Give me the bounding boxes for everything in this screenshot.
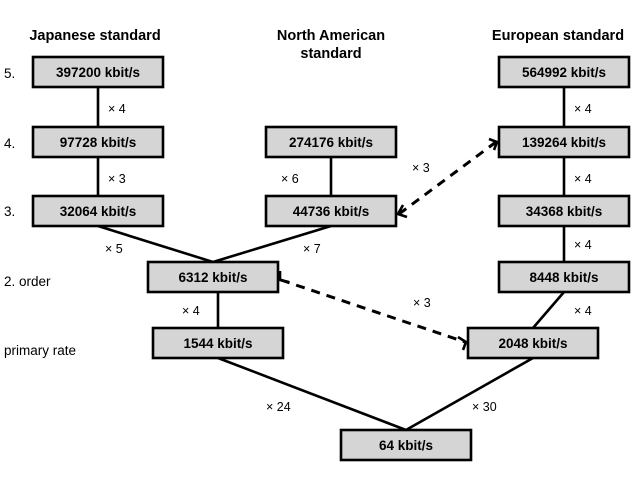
node-label-eu-34368: 34368 kbit/s [526, 204, 603, 219]
arrowhead-eupri-left [457, 335, 468, 351]
row-label-order-2: 2. order [4, 274, 51, 289]
multiplier-na3-mid2: × 7 [303, 242, 321, 256]
arrowhead-mid2-right [278, 271, 290, 284]
row-label-order-5: 5. [4, 66, 15, 81]
multiplier-eu5-eu4: × 4 [574, 102, 592, 116]
node-label-jp-397200: 397200 kbit/s [56, 65, 140, 80]
node-label-eu-139264: 139264 kbit/s [522, 135, 606, 150]
multiplier-jp4-jp3: × 3 [108, 172, 126, 186]
nodes: 397200 kbit/s 97728 kbit/s 32064 kbit/s … [31, 55, 631, 462]
arrowhead-eu4-right [488, 137, 499, 151]
heading-japanese-standard: Japanese standard [29, 28, 160, 44]
edge-eupri-to-base [405, 356, 534, 432]
node-jp-397200[interactable]: 397200 kbit/s [31, 55, 165, 89]
node-label-base-64: 64 kbit/s [379, 438, 433, 453]
multiplier-jp5-jp4: × 4 [108, 102, 126, 116]
multiplier-eu4-eu3: × 4 [574, 172, 592, 186]
multiplier-jp3-mid2: × 5 [105, 242, 123, 256]
node-mid-6312[interactable]: 6312 kbit/s [146, 260, 280, 294]
node-eu-8448[interactable]: 8448 kbit/s [497, 260, 631, 294]
row-label-order-4: 4. [4, 136, 15, 151]
row-labels: 5. 4. 3. 2. order primary rate [4, 66, 76, 358]
multiplier-na3-eu4: × 3 [412, 161, 430, 175]
node-label-na-274176: 274176 kbit/s [289, 135, 373, 150]
edge-jppri-to-base [217, 356, 407, 432]
node-base-64[interactable]: 64 kbit/s [339, 428, 473, 462]
row-label-order-3: 3. [4, 204, 15, 219]
node-eu-139264[interactable]: 139264 kbit/s [497, 125, 631, 159]
multiplier-mid2-eupri: × 3 [413, 296, 431, 310]
node-label-eu-8448: 8448 kbit/s [529, 270, 598, 285]
heading-north-american-standard-line1: North American [277, 28, 385, 44]
node-jp-32064[interactable]: 32064 kbit/s [31, 194, 165, 228]
node-label-jp-97728: 97728 kbit/s [60, 135, 137, 150]
edge-na3-to-mid2 [212, 224, 332, 264]
node-label-eu-primary-2048: 2048 kbit/s [498, 336, 567, 351]
node-label-mid-6312: 6312 kbit/s [178, 270, 247, 285]
edge-na3-to-eu4-dashed [398, 140, 497, 216]
edges-solid [96, 87, 566, 432]
node-na-274176[interactable]: 274176 kbit/s [264, 125, 398, 159]
node-eu-34368[interactable]: 34368 kbit/s [497, 194, 631, 228]
node-label-jp-primary-1544: 1544 kbit/s [183, 336, 252, 351]
multiplier-eu3-eu2: × 4 [574, 238, 592, 252]
edge-eu2-to-eupri [532, 291, 565, 329]
node-label-jp-32064: 32064 kbit/s [60, 204, 137, 219]
multiplier-eu2-eupri: × 4 [574, 304, 592, 318]
node-eu-primary-2048[interactable]: 2048 kbit/s [466, 326, 600, 360]
arrowhead-na3-left [396, 204, 408, 219]
edge-jp3-to-mid2 [97, 224, 214, 264]
node-eu-564992[interactable]: 564992 kbit/s [497, 55, 631, 89]
multiplier-labels: × 4 × 3 × 5 × 6 × 7 × 3 × 4 × 4 × 4 × 4 … [105, 102, 592, 414]
node-jp-primary-1544[interactable]: 1544 kbit/s [151, 326, 285, 360]
multiplier-eupri-base: × 30 [472, 400, 497, 414]
node-label-na-44736: 44736 kbit/s [293, 204, 370, 219]
multiplier-na4-na3: × 6 [281, 172, 299, 186]
multiplier-mid2-jppri: × 4 [182, 304, 200, 318]
node-na-44736[interactable]: 44736 kbit/s [264, 194, 398, 228]
column-headings: Japanese standard North American standar… [29, 28, 624, 62]
node-label-eu-564992: 564992 kbit/s [522, 65, 606, 80]
heading-european-standard: European standard [492, 28, 624, 44]
heading-north-american-standard-line2: standard [300, 46, 361, 62]
row-label-primary-rate: primary rate [4, 343, 76, 358]
node-jp-97728[interactable]: 97728 kbit/s [31, 125, 165, 159]
edges-dashed [278, 137, 499, 351]
edge-mid2-to-eupri-dashed [280, 278, 466, 344]
multiplier-jppri-base: × 24 [266, 400, 291, 414]
